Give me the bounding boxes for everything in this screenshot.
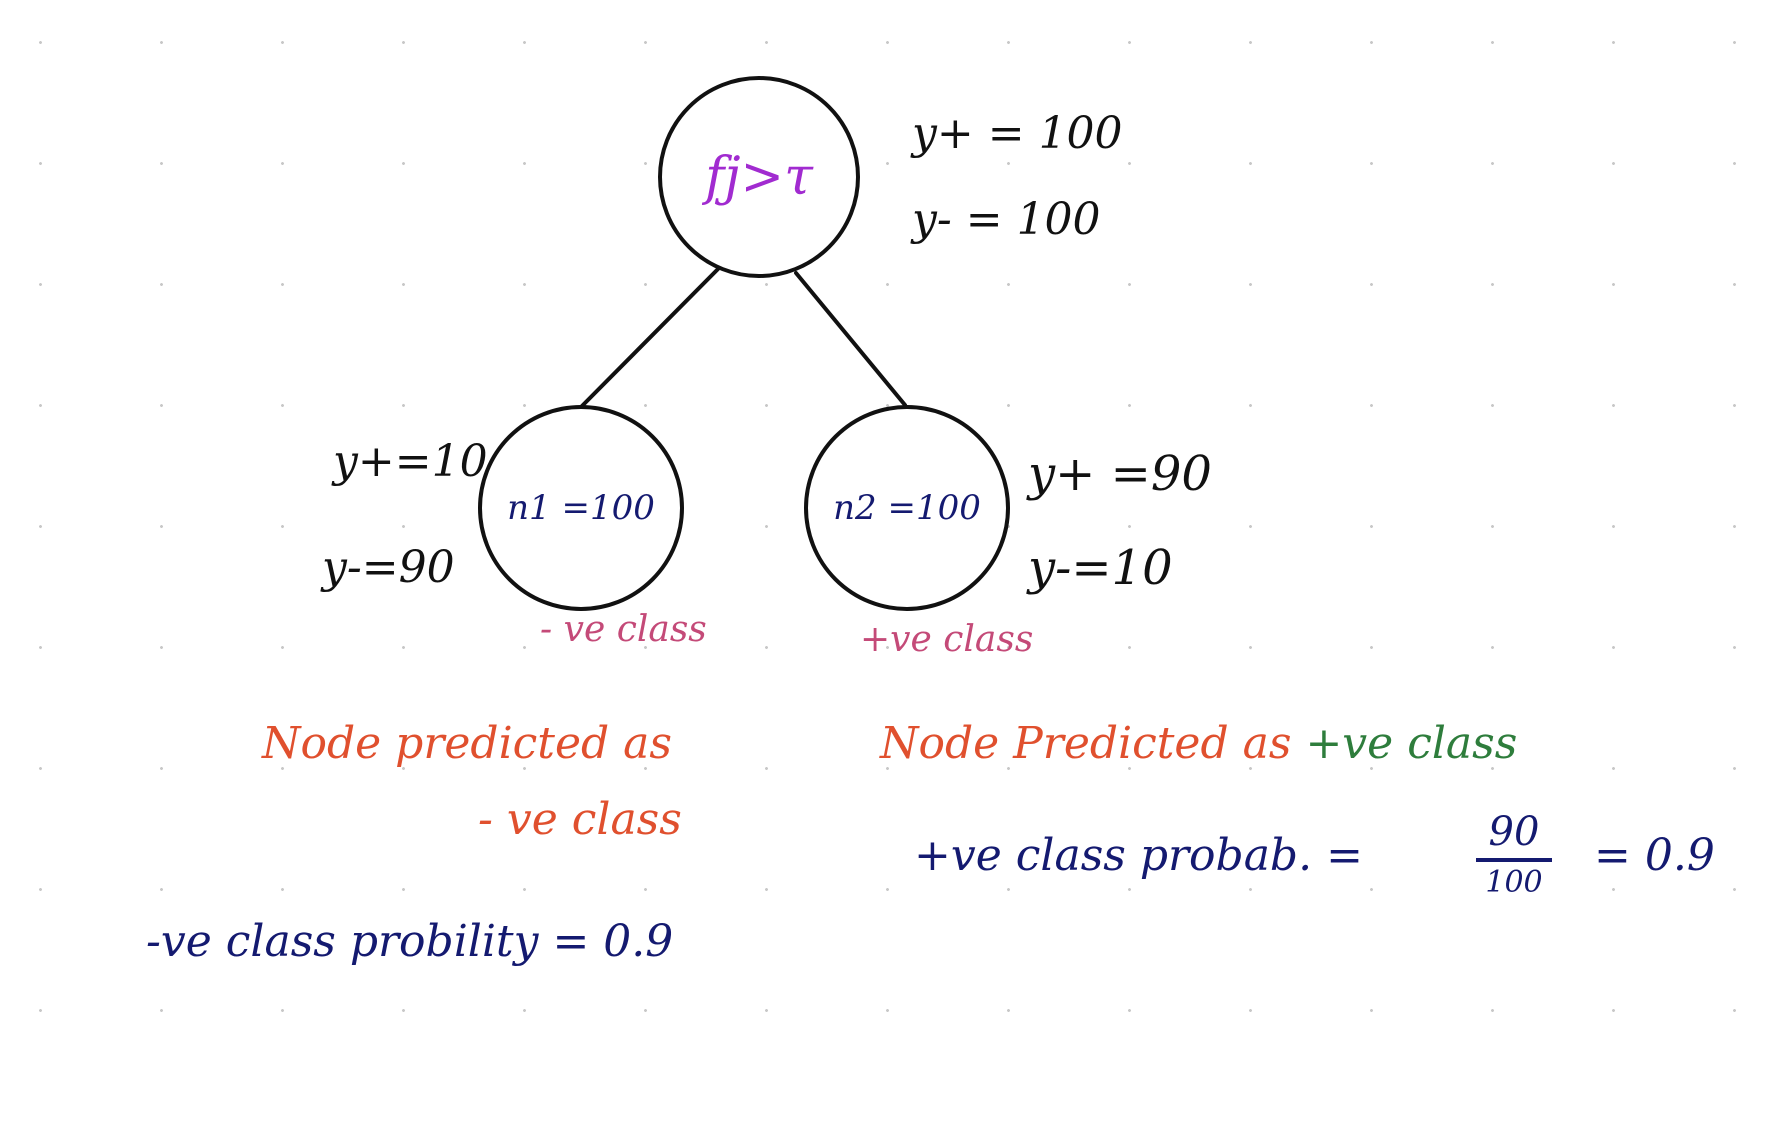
root-neg-count: y- = 100 (912, 194, 1101, 245)
right-neg-count: y-=10 (1028, 540, 1173, 596)
left-neg-count: y-=90 (322, 542, 455, 593)
root-node-label: fj>τ (705, 147, 813, 207)
right-pos-count: y+ =90 (1028, 446, 1212, 502)
right-class-tag: +ve class (860, 619, 1034, 660)
right-node-label: n2 =100 (833, 488, 981, 528)
left-probability: -ve class probility = 0.9 (146, 916, 674, 967)
left-class-tag: - ve class (540, 609, 707, 650)
left-prediction-line1: Node predicted as (262, 718, 672, 769)
left-prediction-line2: - ve class (478, 794, 682, 845)
right-child-node: n2 =100 (804, 405, 1010, 611)
root-node: fj>τ (658, 76, 860, 278)
left-child-node: n1 =100 (478, 405, 684, 611)
left-node-label: n1 =100 (507, 488, 655, 528)
fraction-denominator: 100 (1485, 865, 1543, 900)
probability-fraction: 90 100 (1476, 812, 1552, 898)
right-prediction: Node Predicted as +ve class (880, 722, 1517, 766)
edge-root-left (580, 267, 720, 408)
right-prediction-suffix: +ve class (1305, 718, 1518, 769)
right-probability-prefix: +ve class probab. = (914, 830, 1363, 881)
right-probability-result: = 0.9 (1594, 830, 1715, 881)
root-pos-count: y+ = 100 (912, 108, 1123, 159)
fraction-bar (1476, 858, 1552, 862)
left-pos-count: y+=10 (333, 436, 488, 487)
edge-root-right (794, 271, 907, 407)
right-prediction-prefix: Node Predicted as (880, 718, 1292, 769)
fraction-numerator: 90 (1488, 809, 1540, 855)
